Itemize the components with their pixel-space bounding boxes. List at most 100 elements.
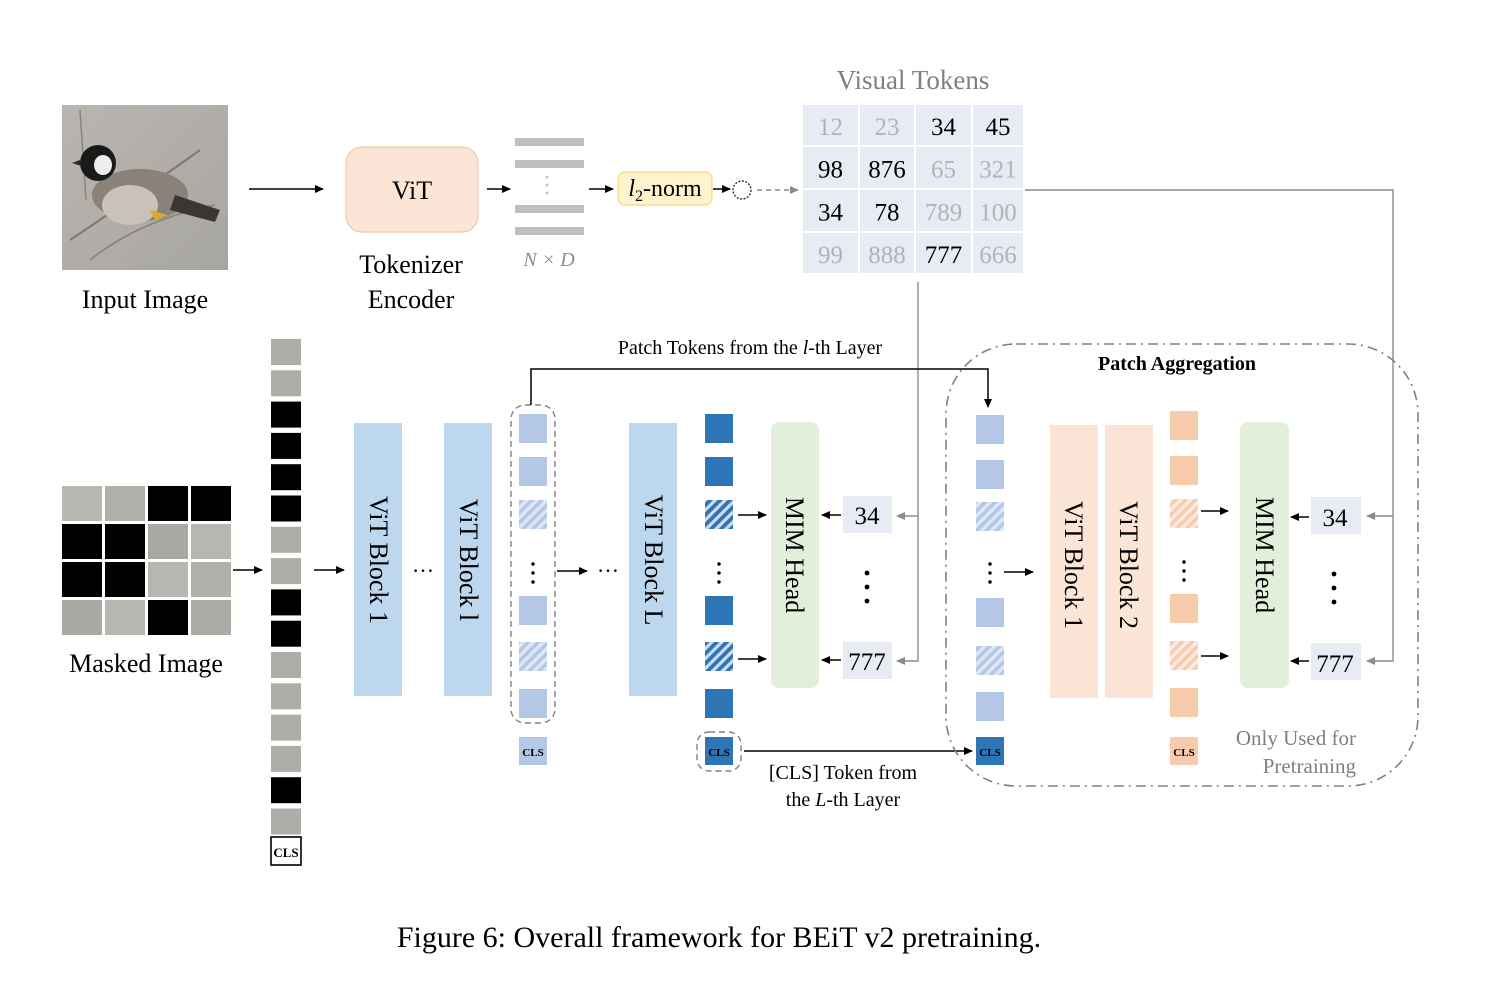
masked-patch-token <box>271 464 301 491</box>
pretraining-note-line2: Pretraining <box>1263 754 1357 778</box>
masked-token <box>1170 499 1198 528</box>
ellipsis-dot <box>1182 569 1186 573</box>
masked-token <box>976 502 1004 531</box>
vit-block-L <box>629 423 677 696</box>
visual-token-cell <box>860 233 914 273</box>
vit-block-l-label: ViT Block l <box>454 499 483 621</box>
masked-patch <box>148 600 188 635</box>
visible-patch <box>191 524 231 559</box>
layer-L-cls-highlight <box>696 731 742 772</box>
ellipsis-dot <box>988 571 992 575</box>
aggregation-input-column: CLS <box>976 415 1004 765</box>
token <box>976 460 1004 489</box>
token <box>1170 456 1198 485</box>
cls-token <box>519 737 547 765</box>
cls-token <box>705 737 733 765</box>
ellipsis-dot <box>531 562 535 566</box>
cls-token-label: CLS <box>979 747 1000 759</box>
mim-head <box>771 422 819 688</box>
tokenizer-caption-line2: Encoder <box>368 285 455 314</box>
visible-patch-token <box>271 745 301 772</box>
visible-patch <box>105 486 145 521</box>
visible-patch <box>148 524 188 559</box>
token <box>519 689 547 718</box>
visual-token-value: 876 <box>868 157 906 184</box>
connector-grid-to-aggregation-targets <box>1025 189 1394 665</box>
mim-head-label: MIM Head <box>780 497 809 613</box>
input-image-label: Input Image <box>82 285 208 314</box>
tokenizer-caption-line1: Tokenizer <box>359 250 463 279</box>
visual-token-value: 777 <box>925 242 963 269</box>
visual-token-cell <box>916 233 971 273</box>
visual-token-cell <box>973 233 1023 273</box>
agg-target-token-777-label: 777 <box>1316 651 1354 678</box>
visible-patch <box>191 600 231 635</box>
cls-token <box>976 737 1004 765</box>
patch-aggregation-frame <box>945 343 1419 787</box>
cls-caption-line2: the L-th Layer <box>786 789 901 811</box>
token <box>705 414 733 443</box>
input-image <box>62 105 228 270</box>
agg-mim-head-label: MIM Head <box>1250 497 1279 613</box>
target-token-34-label: 34 <box>855 503 881 530</box>
ellipsis-dot <box>717 571 721 575</box>
ellipsis-dot <box>988 562 992 566</box>
pretraining-note-line1: Only Used for <box>1236 726 1356 750</box>
masked-patch-token <box>271 401 301 428</box>
token <box>1170 688 1198 717</box>
masked-patch <box>62 524 102 559</box>
token <box>519 414 547 443</box>
agg-vit-block-2 <box>1105 425 1153 698</box>
masked-patch-token <box>271 495 301 522</box>
cls-token <box>1170 737 1198 765</box>
vit-block-l <box>444 423 492 696</box>
target-token-34 <box>843 496 892 533</box>
ellipsis-dot <box>717 580 721 584</box>
vit-block-1 <box>354 423 402 696</box>
visual-token-value: 98 <box>818 157 843 184</box>
layer-l-highlight <box>510 404 556 724</box>
patch-cls-token <box>270 836 302 866</box>
visual-token-value: 666 <box>979 242 1017 269</box>
visual-token-value: 789 <box>925 200 963 227</box>
tokenizer-vit-label: ViT <box>392 176 432 205</box>
token <box>976 692 1004 721</box>
layer-l-token-column: CLS <box>519 414 547 765</box>
visual-token-cell <box>973 147 1023 188</box>
visible-patch <box>191 562 231 597</box>
agg-vit-block-2-label: ViT Block 2 <box>1114 501 1143 629</box>
ellipsis-dot <box>988 580 992 584</box>
target-token-777 <box>843 642 892 679</box>
visual-token-cell <box>916 105 971 145</box>
visual-token-value: 99 <box>818 242 843 269</box>
target-token-777-label: 777 <box>848 649 886 676</box>
masked-token <box>976 646 1004 675</box>
agg-target-token-34 <box>1311 497 1361 534</box>
agg-target-dots <box>1331 571 1337 605</box>
visible-patch-token <box>271 714 301 741</box>
agg-target-token-34-label: 34 <box>1323 505 1349 532</box>
masked-token <box>519 500 547 529</box>
connector-patch-tokens-l <box>530 368 992 408</box>
visual-token-cell <box>803 105 858 145</box>
ellipsis-dot <box>1182 578 1186 582</box>
patch-cls-label: CLS <box>273 845 298 860</box>
token <box>976 598 1004 627</box>
visual-token-value: 888 <box>868 242 906 269</box>
agg-target-token-777 <box>1311 643 1361 680</box>
figure-caption: Figure 6: Overall framework for BEiT v2 … <box>397 921 1041 954</box>
visual-token-cell <box>860 105 914 145</box>
masked-token <box>705 642 733 671</box>
masked-patch <box>105 524 145 559</box>
visual-token-value: 100 <box>979 200 1017 227</box>
agg-mim-head <box>1240 422 1289 688</box>
token <box>519 457 547 486</box>
visible-patch-token <box>271 558 301 585</box>
visual-token-cell <box>916 190 971 231</box>
visible-patch-token <box>271 526 301 553</box>
masked-image <box>62 486 231 635</box>
token <box>705 596 733 625</box>
feature-shape-label: N × D <box>522 249 575 271</box>
